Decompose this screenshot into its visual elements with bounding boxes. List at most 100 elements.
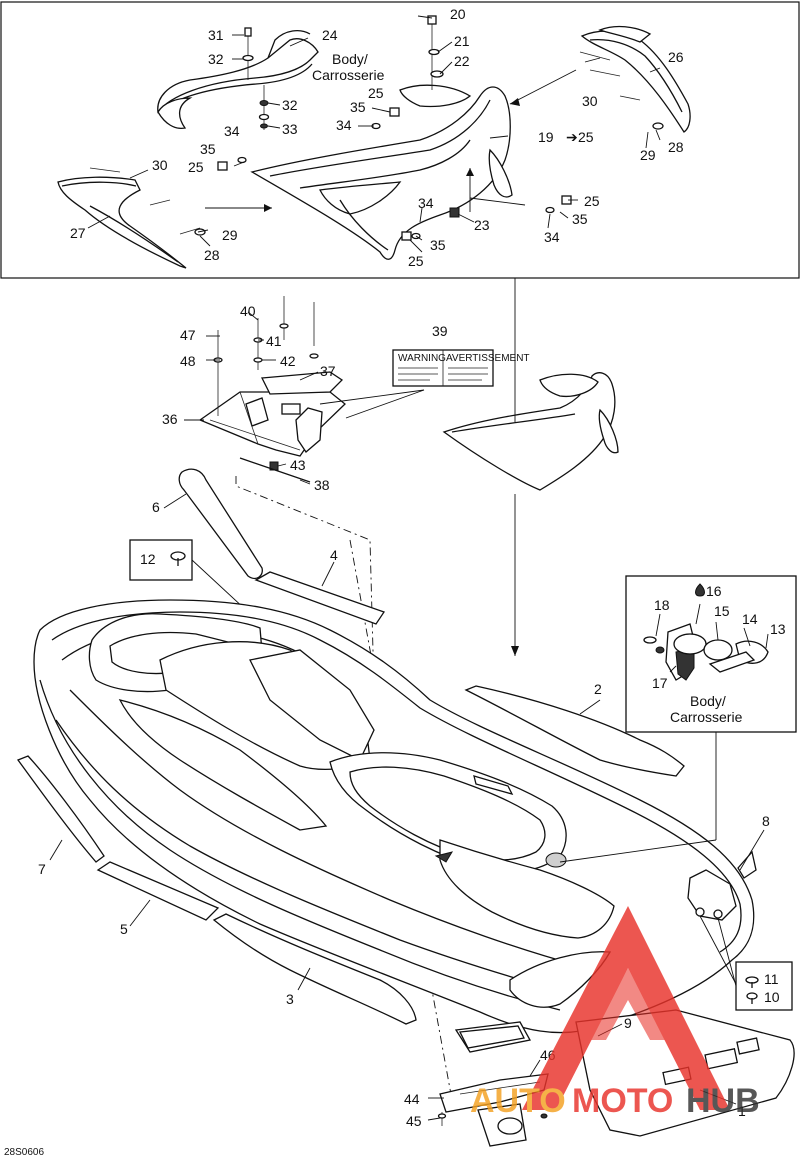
callout-34a: 34	[224, 123, 240, 139]
part-27-left-trim	[57, 167, 201, 269]
part-26-right-trim	[579, 25, 691, 133]
callout-25d: 25	[584, 193, 600, 209]
main-hull-body	[33, 599, 755, 1034]
callout-26: 26	[668, 49, 684, 65]
callout-24: 24	[322, 27, 338, 43]
bolt-stack-left	[242, 27, 270, 130]
callout-9: 9	[624, 1015, 632, 1031]
part-36-storage-plate	[198, 371, 346, 471]
callout-17: 17	[652, 675, 668, 691]
part-24-body-trim	[157, 29, 319, 130]
callout-45: 45	[406, 1113, 422, 1129]
callout-48: 48	[180, 353, 196, 369]
inset-hood-latch	[559, 575, 797, 863]
callout-19-to-25: 25	[578, 129, 594, 145]
part-19-top-body	[250, 84, 513, 260]
callout-25a: 25	[368, 85, 384, 101]
callout-32b: 32	[282, 97, 298, 113]
part-8-tag	[737, 850, 757, 879]
callout-14: 14	[742, 611, 758, 627]
top-panel-frame	[0, 1, 800, 279]
callout-20: 20	[450, 6, 466, 22]
part-6-strip	[178, 468, 263, 580]
callout-27: 27	[70, 225, 86, 241]
callout-35a: 35	[200, 141, 216, 157]
callout-16: 16	[706, 583, 722, 599]
callout-37: 37	[320, 363, 336, 379]
callout-25b: 25	[188, 159, 204, 175]
callout-39: 39	[432, 323, 448, 339]
callout-42: 42	[280, 353, 296, 369]
callout-31: 31	[208, 27, 224, 43]
callout-40: 40	[240, 303, 256, 319]
caption-inset-body-en: Body/	[690, 693, 726, 709]
callout-7: 7	[38, 861, 46, 877]
part-4-mat	[254, 571, 386, 625]
part-44-intake-grate	[437, 1073, 549, 1147]
part-10-11-box	[699, 915, 793, 1011]
callout-35c: 35	[430, 237, 446, 253]
mid-connectors	[235, 278, 519, 1101]
watermark-logo: AUTO MOTO HUB	[470, 906, 760, 1120]
callout-13: 13	[770, 621, 786, 637]
part-38-strip	[239, 457, 311, 483]
callout-34b: 34	[336, 117, 352, 133]
callout-29b: 29	[640, 147, 656, 163]
watermark-text-3: HUB	[686, 1082, 760, 1120]
warning-text-right: AVERTISSEMENT	[446, 353, 530, 364]
hull-stern	[454, 951, 612, 1053]
callout-25c: 25	[408, 253, 424, 269]
part-12-box	[129, 539, 301, 661]
callout-29a: 29	[222, 227, 238, 243]
callout-41: 41	[266, 333, 282, 349]
callout-3: 3	[286, 991, 294, 1007]
callout-labels: 1 2 3 4 5 6 7 8 9 10 11 12 13 14 15 16 1…	[38, 6, 786, 1129]
caption-top-body-fr: Carrosserie	[312, 67, 385, 83]
callout-23: 23	[474, 217, 490, 233]
part-3-mat	[212, 913, 417, 1025]
callout-15: 15	[714, 603, 730, 619]
callout-35b: 35	[350, 99, 366, 115]
callout-6: 6	[152, 499, 160, 515]
callout-19-arrow: ➔	[566, 129, 578, 145]
watermark-text-2: MOTO	[572, 1082, 673, 1120]
callout-38: 38	[314, 477, 330, 493]
callout-35d: 35	[572, 211, 588, 227]
callout-28b: 28	[668, 139, 684, 155]
callout-33: 33	[282, 121, 298, 137]
part-7-mat	[16, 755, 105, 863]
bolt-stack-center	[427, 15, 444, 90]
callout-30a: 30	[152, 157, 168, 173]
callout-1: 1	[738, 1103, 746, 1119]
callout-47: 47	[180, 327, 196, 343]
callout-32a: 32	[208, 51, 224, 67]
callout-43: 43	[290, 457, 306, 473]
callout-8: 8	[762, 813, 770, 829]
callout-5: 5	[120, 921, 128, 937]
callout-19: 19	[538, 129, 554, 145]
diagram-code: 28S0606	[4, 1147, 44, 1158]
caption-top-body-en: Body/	[332, 51, 368, 67]
callout-44: 44	[404, 1091, 420, 1107]
watermark-text-1: AUTO	[470, 1082, 566, 1120]
part-39-warning-label: WARNING AVERTISSEMENT	[392, 349, 530, 387]
callout-11: 11	[764, 971, 779, 987]
callout-34d: 34	[544, 229, 560, 245]
callout-28a: 28	[204, 247, 220, 263]
callout-22: 22	[454, 53, 470, 69]
caption-inset-body-fr: Carrosserie	[670, 709, 743, 725]
top-arrows	[205, 69, 577, 212]
callout-21: 21	[454, 33, 470, 49]
captions: Body/ Carrosserie Body/ Carrosserie 28S0…	[4, 51, 743, 1158]
warning-text-left: WARNING	[398, 353, 446, 364]
part-5-mat	[96, 861, 220, 921]
mid-top-body-copy	[442, 372, 619, 491]
callout-36: 36	[162, 411, 178, 427]
callout-10: 10	[764, 989, 780, 1005]
callout-4: 4	[330, 547, 338, 563]
callout-30b: 30	[582, 93, 598, 109]
callout-12: 12	[140, 551, 156, 567]
callout-34c: 34	[418, 195, 434, 211]
callout-18: 18	[654, 597, 670, 613]
